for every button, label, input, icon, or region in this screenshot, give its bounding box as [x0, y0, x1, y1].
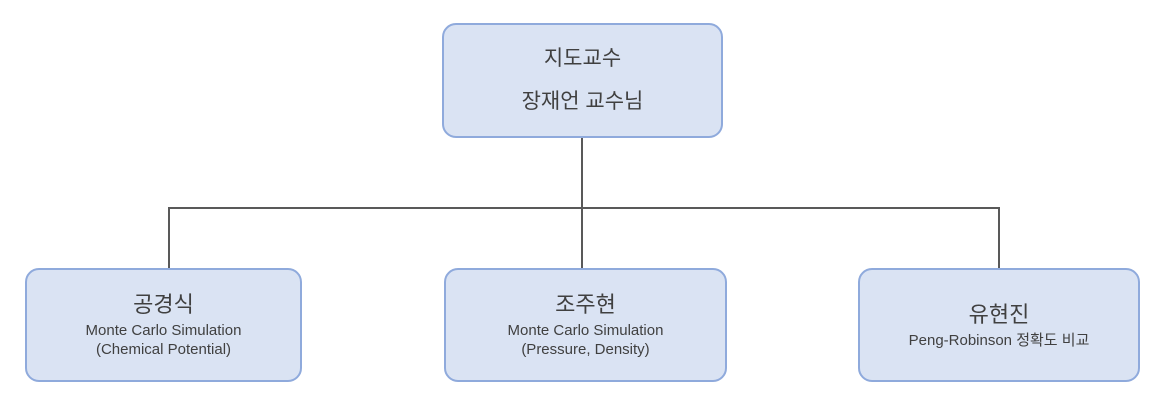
node-member-3: 유현진 Peng-Robinson 정확도 비교	[858, 268, 1140, 382]
advisor-role-label: 지도교수	[543, 47, 622, 70]
member-2-topic: Monte Carlo Simulation	[507, 322, 664, 339]
member-1-topic: Monte Carlo Simulation	[85, 322, 242, 339]
connector-horizontal-bar	[168, 207, 1000, 209]
member-1-detail: (Chemical Potential)	[95, 341, 232, 358]
node-advisor: 지도교수 장재언 교수님	[442, 23, 723, 138]
connector-to-member-3	[998, 207, 1000, 268]
member-1-name: 공경식	[133, 292, 194, 317]
member-2-name: 조주현	[555, 292, 616, 317]
node-member-2: 조주현 Monte Carlo Simulation (Pressure, De…	[444, 268, 727, 382]
member-2-detail: (Pressure, Density)	[521, 341, 650, 358]
member-3-name: 유현진	[968, 301, 1030, 327]
connector-to-member-1	[168, 207, 170, 268]
node-member-1: 공경식 Monte Carlo Simulation (Chemical Pot…	[25, 268, 302, 382]
member-3-topic: Peng-Robinson 정확도 비교	[908, 331, 1090, 349]
connector-root-to-center	[581, 138, 583, 268]
advisor-person-label: 장재언 교수님	[521, 90, 644, 113]
